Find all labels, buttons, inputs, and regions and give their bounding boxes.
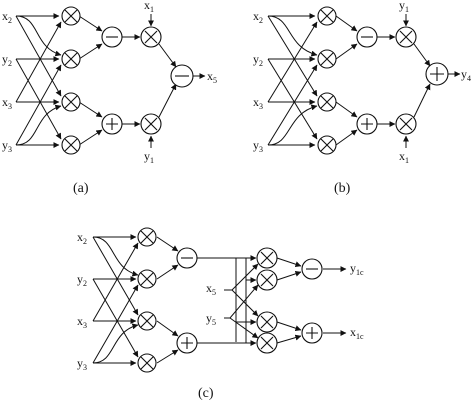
- top-input-a: x1: [144, 0, 154, 14]
- output-c-2: x1c: [350, 325, 364, 341]
- subtract-node: [176, 247, 198, 269]
- input-b-2: y2: [253, 52, 263, 68]
- multiply-node: [137, 353, 157, 373]
- multiply-node: [140, 113, 162, 135]
- wires-a: [15, 13, 206, 148]
- multiply-node: [317, 92, 337, 112]
- top-input-b: y1: [399, 0, 409, 14]
- caption-a: (a): [73, 181, 89, 196]
- output-a: x5: [207, 69, 217, 85]
- diagram-b: x2 y2 x3 y3: [253, 0, 471, 196]
- input-b-3: x3: [253, 95, 263, 111]
- input-b-4: y3: [253, 138, 263, 154]
- input-a-1: x2: [2, 9, 12, 25]
- multiply-node: [140, 26, 162, 48]
- multiply-node: [61, 49, 81, 69]
- multiply-node: [256, 311, 278, 333]
- input-c-4: y3: [77, 356, 87, 372]
- add-node: [356, 113, 378, 135]
- mid-input-y5: y5: [206, 311, 216, 327]
- multiply-node: [61, 92, 81, 112]
- input-a-4: y3: [2, 138, 12, 154]
- diagram-a: x2 y2 x3 y3: [2, 0, 217, 196]
- input-a-2: y2: [2, 52, 12, 68]
- add-node: [176, 332, 198, 354]
- subtract-node: [301, 258, 323, 280]
- subtract-node: [101, 26, 123, 48]
- subtract-node: [170, 64, 194, 88]
- multiply-node: [256, 247, 278, 269]
- multiply-node: [137, 227, 157, 247]
- add-node: [101, 113, 123, 135]
- input-c-2: y2: [77, 272, 87, 288]
- add-node: [301, 322, 323, 344]
- caption-c: (c): [198, 386, 214, 401]
- output-b: y4: [461, 67, 471, 83]
- multiply-node: [395, 26, 417, 48]
- multiply-node: [61, 6, 81, 26]
- mid-input-x5: x5: [206, 281, 216, 297]
- subtract-node: [356, 26, 378, 48]
- wires-b: [267, 13, 461, 148]
- multiply-node: [256, 332, 278, 354]
- multiply-node: [317, 6, 337, 26]
- multiply-node: [137, 269, 157, 289]
- caption-b: (b): [334, 181, 351, 196]
- multiply-node: [395, 113, 417, 135]
- input-c-3: x3: [77, 314, 87, 330]
- multiply-node: [137, 311, 157, 331]
- bottom-input-b: x1: [399, 149, 409, 165]
- add-node: [425, 62, 449, 86]
- multiply-node: [317, 135, 337, 155]
- multiply-node: [256, 269, 278, 291]
- wires-c: [92, 234, 347, 366]
- diagram-c: x2 y2 x3 y3: [77, 227, 364, 401]
- input-b-1: x2: [253, 9, 263, 25]
- input-c-1: x2: [77, 230, 87, 246]
- output-c-1: y1c: [350, 261, 364, 277]
- input-a-3: x3: [2, 95, 12, 111]
- multiply-node: [317, 49, 337, 69]
- bottom-input-a: y1: [144, 149, 154, 165]
- multiply-node: [61, 135, 81, 155]
